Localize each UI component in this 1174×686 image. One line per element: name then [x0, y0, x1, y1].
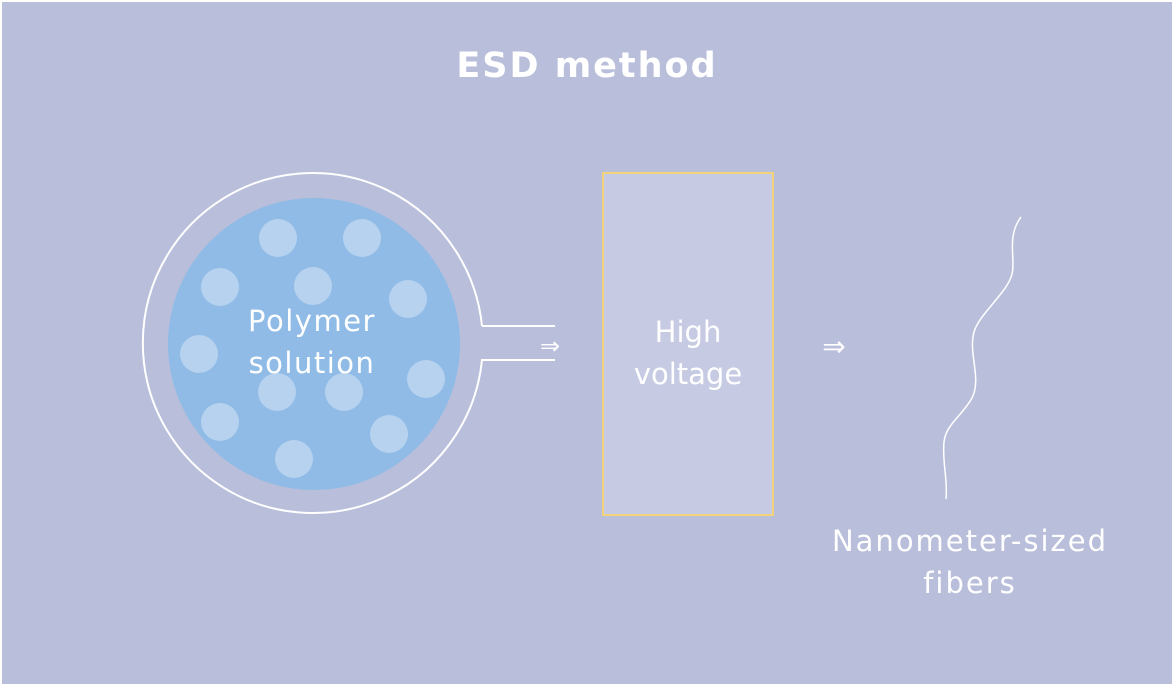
fibers-label-line1: Nanometer-sized [831, 524, 1109, 558]
particle [259, 219, 297, 257]
fibers-label-line2: fibers [923, 566, 1017, 600]
particle [294, 267, 332, 305]
diagram-title: ESD method [456, 46, 718, 86]
particle [325, 373, 363, 411]
particles [180, 219, 445, 478]
particle [180, 335, 218, 373]
polymer-label-line2: solution [248, 346, 376, 380]
voltage-label-line1: High [654, 315, 722, 349]
polymer-label-line1: Polymer [248, 304, 376, 338]
particle [370, 415, 408, 453]
particle [201, 268, 239, 306]
arrow-to-fibers: ⇒ [822, 330, 845, 363]
fibers-label: Nanometer-sized fibers [800, 520, 1140, 604]
particle [201, 403, 239, 441]
polymer-solution-label: Polymer solution [212, 300, 412, 384]
particle [343, 219, 381, 257]
high-voltage-label: High voltage [602, 311, 774, 395]
voltage-label-line2: voltage [633, 357, 743, 391]
particle [275, 440, 313, 478]
particle [258, 373, 296, 411]
high-voltage-box [602, 172, 774, 516]
nanofiber [942, 216, 1022, 500]
particle [389, 280, 427, 318]
vessel-outline [141, 172, 555, 514]
arrow-to-voltage: ⇒ [540, 332, 560, 360]
particle [407, 360, 445, 398]
